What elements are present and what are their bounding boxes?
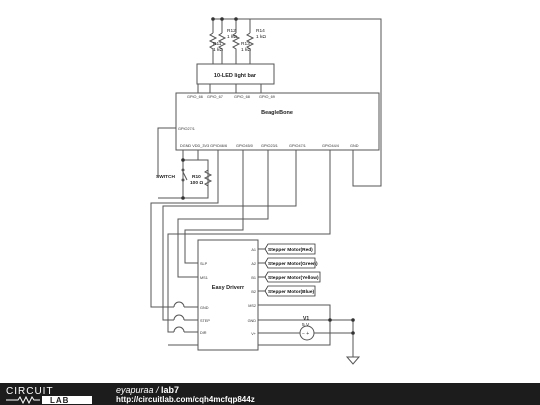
led-light-bar-label: 10-LED light bar — [214, 73, 257, 79]
bb-pin-gpio45: GPIO45/0 — [236, 144, 253, 148]
footer-bar: CIRCUIT LAB eyapuraa / lab7 http://circu… — [0, 383, 540, 405]
bb-pin-gpio44: GPIO44/4 — [322, 144, 339, 148]
r11-name: R11 — [213, 41, 222, 47]
svg-text:− +: − + — [302, 331, 309, 337]
motor-label-green: Stepper Motor(Green) — [268, 261, 318, 267]
ed-pin-a2: A2 — [251, 262, 256, 266]
bb-pin-gpio68: GPIO_68 — [234, 95, 250, 99]
easy-driver-board — [197, 239, 259, 351]
r14-value: 1 kΩ — [256, 34, 266, 40]
ed-pin-vplus: V+ — [251, 332, 257, 336]
ed-pin-ms1: MS1 — [200, 276, 208, 280]
ed-pin-slp: SLP — [200, 262, 208, 266]
circuit-schematic: R12 1 kΩ R14 1 kΩ R11 1 kΩ R13 1 kΩ R10 … — [150, 17, 382, 365]
ed-pin-gnd-right: GND — [248, 319, 257, 323]
motor-label-red: Stepper Motor(Red) — [268, 247, 313, 253]
title-separator: / — [153, 385, 162, 395]
ed-pin-gnd-left: GND — [200, 306, 209, 310]
bb-pin-gpio67: GPIO_67 — [207, 95, 223, 99]
r12-value: 1 kΩ — [227, 34, 237, 40]
circuitlab-logo: CIRCUIT LAB — [6, 386, 92, 405]
beaglebone-label: BeagleBone — [261, 110, 293, 116]
logo-bottom-text: LAB — [50, 396, 69, 405]
motor-label-yellow: Stepper Motor(Yellow) — [268, 275, 319, 281]
bb-pin-gpio27: GPIO27/1 — [178, 127, 195, 131]
r10-value: 100 Ω — [190, 180, 203, 186]
logo-top-text: CIRCUIT — [6, 386, 54, 397]
project-name[interactable]: lab7 — [161, 385, 180, 395]
project-url-link[interactable]: http://circuitlab.com/cqh4mcfqp844z — [116, 395, 255, 404]
switch-label: SWITCH — [156, 174, 175, 180]
bb-pin-gpio69: GPIO_69 — [259, 95, 275, 99]
r12-name: R12 — [227, 28, 236, 34]
beaglebone-board — [175, 92, 380, 151]
motor-label-blue: Stepper Motor(Blue) — [268, 289, 315, 295]
bb-pin-gpio23: GPIO23/1 — [261, 144, 278, 148]
voltage-source-v1 — [299, 325, 315, 341]
resistor-icon — [6, 395, 40, 405]
ed-pin-b1: B1 — [251, 276, 256, 280]
bb-pin-gpio47: GPIO47/1 — [289, 144, 306, 148]
ed-pin-dir: DIR — [200, 331, 207, 335]
ground-symbol — [345, 356, 361, 365]
ed-pin-a1: A1 — [251, 248, 256, 252]
v1-value: 5 V — [302, 322, 310, 328]
r14-name: R14 — [256, 28, 265, 34]
bb-pin-gnd: GND — [350, 144, 359, 148]
author-name[interactable]: eyapuraa — [116, 385, 154, 395]
bb-pin-gpio66: GPIO_66 — [187, 95, 203, 99]
easy-driver-label: Easy Driverr — [212, 285, 245, 291]
r11-value: 1 kΩ — [213, 47, 223, 53]
ed-pin-ms2: MS2 — [248, 304, 256, 308]
project-title: eyapuraa / lab7 — [116, 385, 179, 395]
bb-pin-dgnd-vdd-gpio46: DGND VDD_3V3 GPIO46/6 — [180, 144, 227, 148]
ed-pin-b2: B2 — [251, 290, 256, 294]
r13-name: R13 — [241, 41, 250, 47]
r10-name: R10 — [192, 174, 201, 180]
ed-pin-step: STEP — [200, 319, 210, 323]
r13-value: 1 kΩ — [241, 47, 251, 53]
led-light-bar — [196, 63, 275, 85]
v1-name: V1 — [303, 316, 309, 322]
